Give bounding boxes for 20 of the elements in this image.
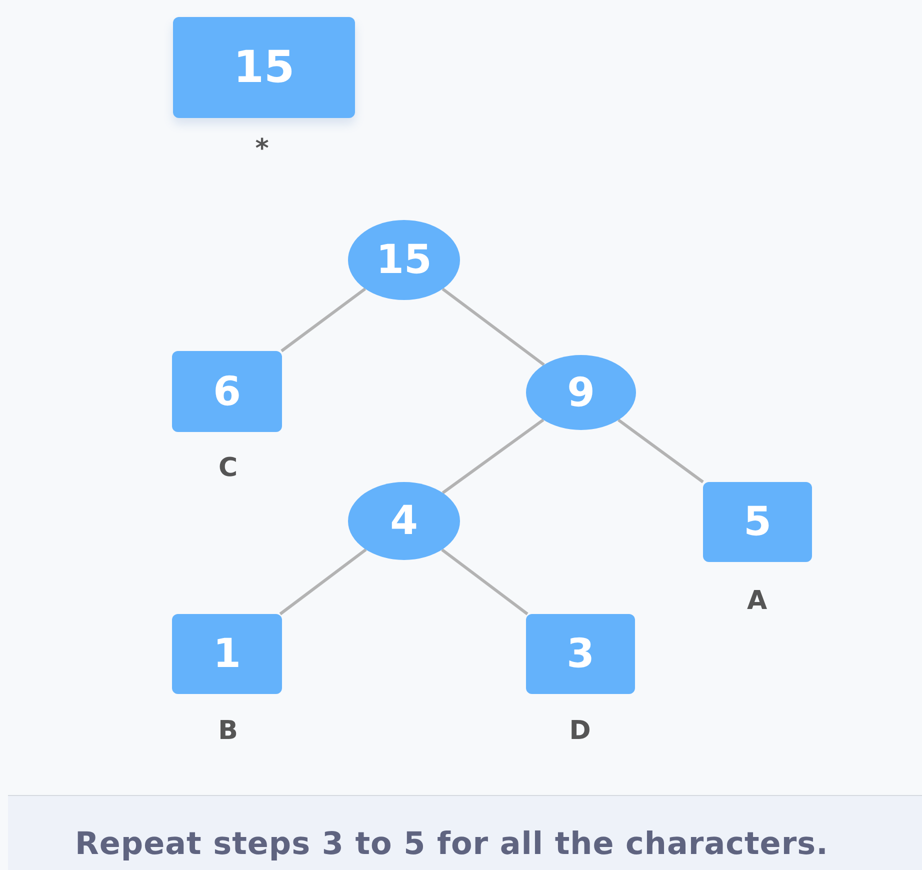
connector-line [442,288,545,366]
node-caption: A [746,586,768,616]
node-caption: B [218,716,238,746]
tree-node-circle: 4 [348,482,460,560]
leaf-node-box: 3 [526,614,635,694]
tree-node-circle: 9 [526,355,636,430]
connector-line [618,418,704,484]
leaf-node-box: 1 [172,614,282,694]
connector-line [280,288,366,352]
connector-line [442,418,544,494]
leaf-node-box: 6 [172,351,282,432]
connector-line [441,548,528,616]
connector-line [279,548,367,616]
node-caption: C [218,453,238,483]
leaf-node-box: 5 [703,482,812,562]
node-caption: * [255,134,269,164]
leaf-node-box: 15 [173,17,355,118]
caption-text: Repeat steps 3 to 5 for all the characters. [75,826,828,862]
tree-node-circle: 15 [348,220,460,300]
node-caption: D [569,716,591,746]
